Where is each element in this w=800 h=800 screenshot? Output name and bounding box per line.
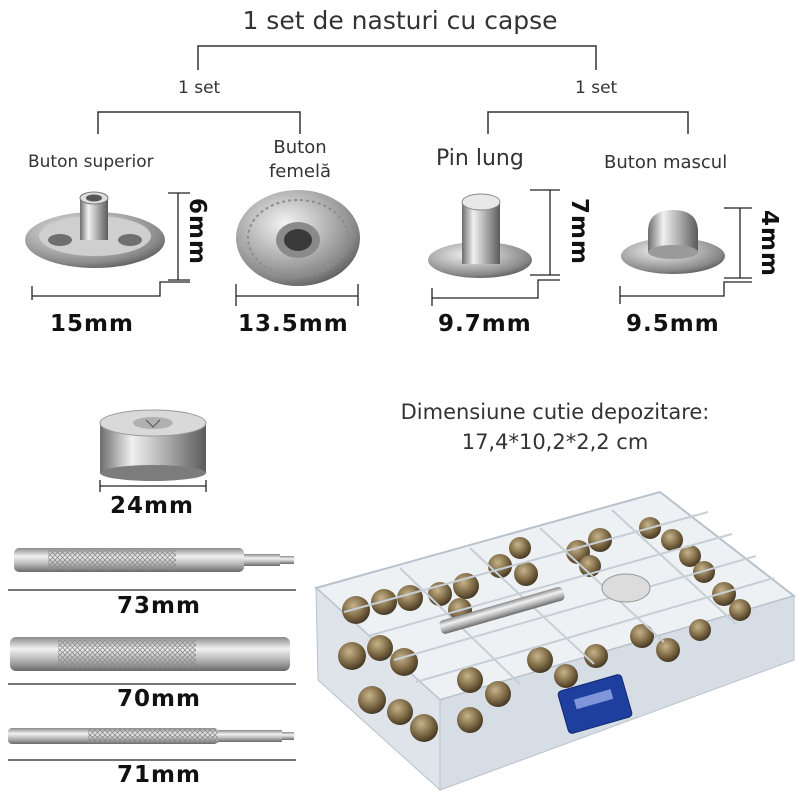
height-long-pin: 7mm	[566, 198, 592, 265]
top-bracket	[97, 45, 689, 134]
width-top-button: 15mm	[50, 311, 134, 337]
dim-lines-4	[619, 207, 752, 304]
width-male-button: 9.5mm	[626, 311, 720, 337]
tool-length-2: 70mm	[117, 686, 201, 712]
part-name-long-pin: Pin lung	[436, 146, 524, 171]
part-name-male-button: Buton mascul	[604, 152, 728, 173]
rod-tool-1	[14, 548, 294, 572]
rod-tool-2	[10, 637, 290, 671]
dim-line-anvil	[99, 480, 207, 492]
anvil-width: 24mm	[110, 493, 194, 519]
dim-lines-1	[31, 192, 190, 300]
dim-lines-3	[431, 189, 560, 306]
tool-length-3: 71mm	[117, 762, 201, 788]
male-button-image	[621, 210, 725, 274]
height-male-button: 4mm	[756, 210, 782, 277]
top-button-image	[25, 191, 165, 268]
part-name-top-button: Buton superior	[28, 152, 154, 172]
long-pin-image	[428, 193, 532, 278]
height-top-button: 6mm	[184, 198, 210, 265]
box-size-value: 17,4*10,2*2,2 cm	[461, 430, 649, 454]
group-label-left: 1 set	[178, 78, 221, 98]
width-female-button: 13.5mm	[238, 311, 349, 337]
box-size-label: Dimensiune cutie depozitare:	[400, 400, 710, 424]
group-label-right: 1 set	[575, 78, 618, 98]
anvil-image	[99, 409, 207, 481]
page-title: 1 set de nasturi cu capse	[242, 6, 558, 35]
width-long-pin: 9.7mm	[438, 311, 532, 337]
rod-tool-3	[8, 728, 294, 744]
part-name-female-button: Buton femelă	[268, 137, 332, 182]
tool-length-1: 73mm	[117, 593, 201, 619]
storage-box-image	[313, 490, 797, 792]
dim-lines-2	[235, 284, 359, 306]
female-button-image	[236, 190, 360, 286]
